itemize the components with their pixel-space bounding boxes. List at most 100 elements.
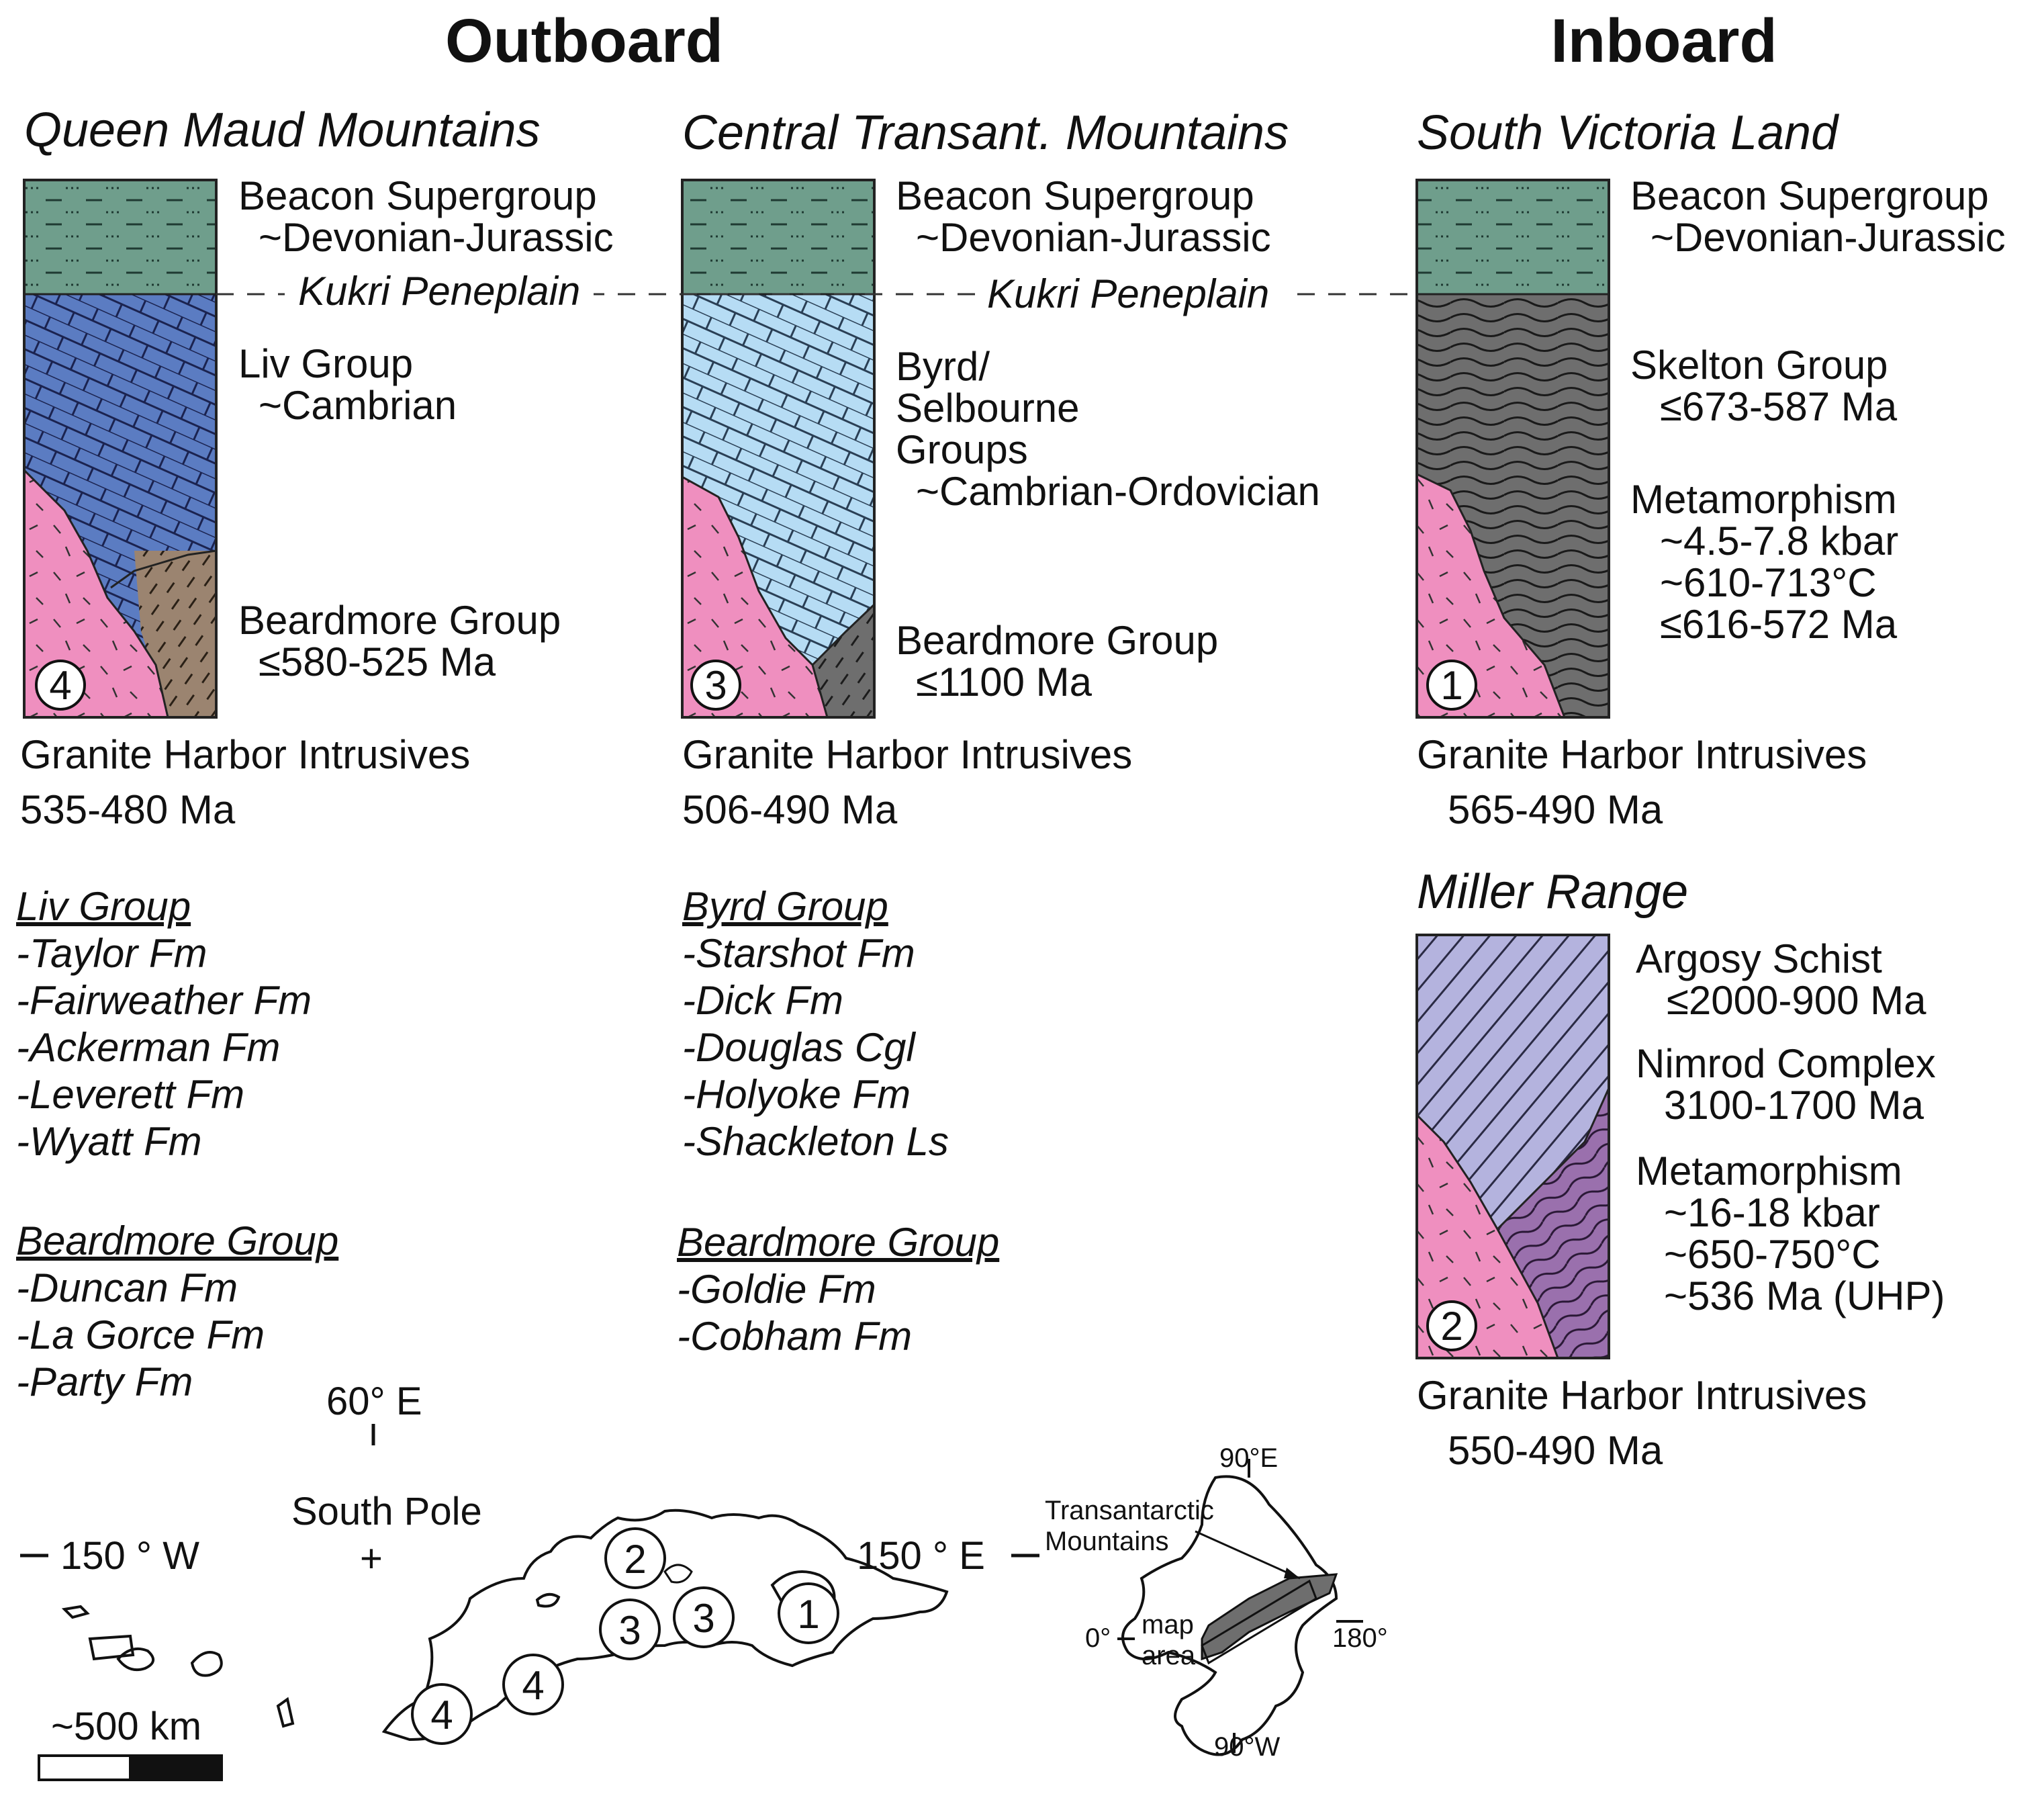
column-south-victoria: 1 Beacon Supergroup ~Devonian-Jurassic S… (1415, 173, 2006, 832)
map-site-marker (599, 1599, 661, 1660)
inset-area-label-2: area (1142, 1641, 1196, 1670)
unit-detail: ~4.5-7.8 kbar (1660, 519, 1898, 564)
unit-label: Skelton Group (1630, 343, 1888, 388)
site-marker-3 (690, 660, 741, 711)
formation-item: -La Gorce Fm (16, 1312, 265, 1357)
map-site-number: 4 (430, 1693, 453, 1738)
unit-label: Nimrod Complex (1636, 1041, 1936, 1086)
formation-item: -Party Fm (16, 1359, 193, 1404)
formation-item: -Wyatt Fm (16, 1119, 202, 1164)
beardmore-layer (134, 551, 216, 717)
transantarctic-coastline (381, 1509, 949, 1742)
column-queen-maud: 4 Beacon Supergroup ~Devonian-Jurassic L… (16, 173, 614, 1404)
beacon-layer (24, 180, 216, 294)
site-number: 2 (1440, 1304, 1462, 1349)
map-north-label: 60° E (326, 1380, 422, 1423)
pole-cross-icon: + (360, 1537, 383, 1580)
formation-item: -Goldie Fm (677, 1267, 876, 1312)
inset-tam-label-1: Transantarctic (1045, 1496, 1214, 1525)
inset-bottom-label: 90°W (1214, 1732, 1280, 1762)
unit-detail: ~16-18 kbar (1664, 1190, 1880, 1235)
formation-item: -Taylor Fm (16, 931, 207, 976)
unit-age: ≤580-525 Ma (259, 639, 496, 684)
unit-detail: ~610-713°C (1660, 560, 1877, 605)
site-marker-4 (35, 660, 86, 711)
formation-item: -Leverett Fm (16, 1072, 244, 1117)
map-site-number: 3 (692, 1596, 714, 1641)
map-pole-label: South Pole (291, 1490, 482, 1533)
scale-bar-white (38, 1754, 132, 1781)
formation-item: -Ackerman Fm (16, 1025, 280, 1070)
header-inboard: Inboard (1550, 7, 1777, 75)
unit-label: Beardmore Group (896, 618, 1218, 663)
unit-label: Metamorphism (1630, 477, 1897, 522)
beardmore-layer (812, 604, 874, 717)
region-queen-maud: Queen Maud Mountains (24, 103, 540, 157)
intrusive-label: Granite Harbor Intrusives (1417, 732, 1867, 777)
inset-top-label: 90°E (1219, 1443, 1278, 1473)
formation-item: -Duncan Fm (16, 1265, 238, 1310)
unit-age: ≤2000-900 Ma (1667, 978, 1926, 1023)
granite-intrusion (1417, 474, 1565, 717)
nimrod-layer (1497, 1088, 1609, 1358)
unit-age: 3100-1700 Ma (1664, 1083, 1924, 1128)
formation-list-title: Liv Group (16, 884, 191, 929)
map-west-label: 150 ° W (60, 1534, 199, 1578)
unit-age: ~Devonian-Jurassic (916, 215, 1271, 260)
granite-intrusion (1417, 1115, 1558, 1358)
inset-right-label: 180° (1332, 1623, 1388, 1653)
kukri-label-1: Kukri Peneplain (298, 269, 580, 314)
unit-detail: ~536 Ma (UHP) (1664, 1273, 1945, 1318)
unit-label: Argosy Schist (1636, 936, 1882, 981)
unit-label: Beacon Supergroup (896, 173, 1254, 218)
inset-tam-label-2: Mountains (1045, 1527, 1169, 1556)
formation-item: -Cobham Fm (677, 1314, 912, 1359)
formation-list-title: Beardmore Group (677, 1220, 999, 1265)
inset-left-label: 0° (1085, 1623, 1111, 1653)
unit-label: Beacon Supergroup (1630, 173, 1989, 218)
map-east-label: 150 ° E (857, 1534, 985, 1578)
unit-label: Liv Group (238, 341, 413, 386)
header-outboard: Outboard (445, 7, 723, 75)
antarctica-outline (1121, 1475, 1338, 1756)
kukri-label-2: Kukri Peneplain (987, 271, 1269, 316)
beacon-layer (682, 180, 874, 294)
formation-item: -Douglas Cgl (682, 1025, 916, 1070)
unit-age: ~Devonian-Jurassic (259, 215, 614, 260)
antarctica-inset: 90°E 0° 180° 90°W Transantarctic Mountai… (1045, 1443, 1388, 1762)
unit-age: ~Cambrian (259, 383, 457, 428)
scale-bar-black (129, 1754, 223, 1781)
intrusive-label: Granite Harbor Intrusives (682, 732, 1132, 777)
region-south-victoria: South Victoria Land (1417, 106, 1839, 160)
site-number: 1 (1440, 663, 1462, 708)
region-central-transant: Central Transant. Mountains (682, 106, 1289, 160)
map-site-number: 4 (522, 1663, 544, 1708)
map-site-number: 2 (624, 1537, 646, 1582)
formation-item: -Starshot Fm (682, 931, 915, 976)
site-marker-1 (1426, 660, 1477, 711)
transantarctic-mountains-shape (1201, 1573, 1338, 1661)
unit-label: Groups (896, 427, 1028, 472)
formation-item: -Shackleton Ls (682, 1119, 949, 1164)
region-miller-range: Miller Range (1417, 865, 1688, 919)
site-number: 4 (49, 663, 71, 708)
formation-list-title: Beardmore Group (16, 1218, 338, 1263)
formation-list-title: Byrd Group (682, 884, 888, 929)
unit-label: Beardmore Group (238, 598, 561, 643)
map-site-marker (411, 1683, 473, 1745)
map-site-number: 1 (797, 1592, 819, 1637)
site-number: 3 (704, 663, 727, 708)
unit-label: Selbourne (896, 386, 1080, 431)
granite-intrusion (24, 470, 168, 717)
formation-item: -Holyoke Fm (682, 1072, 911, 1117)
intrusive-age: 565-490 Ma (1448, 787, 1663, 832)
intrusive-age: 535-480 Ma (20, 787, 236, 832)
formation-item: -Dick Fm (682, 978, 843, 1023)
beacon-layer (1417, 180, 1609, 294)
unit-detail: ~650-750°C (1664, 1232, 1881, 1277)
unit-label: Beacon Supergroup (238, 173, 597, 218)
intrusive-label: Granite Harbor Intrusives (20, 732, 470, 777)
unit-label: Byrd/ (896, 344, 990, 389)
intrusive-label: Granite Harbor Intrusives (1417, 1373, 1867, 1418)
